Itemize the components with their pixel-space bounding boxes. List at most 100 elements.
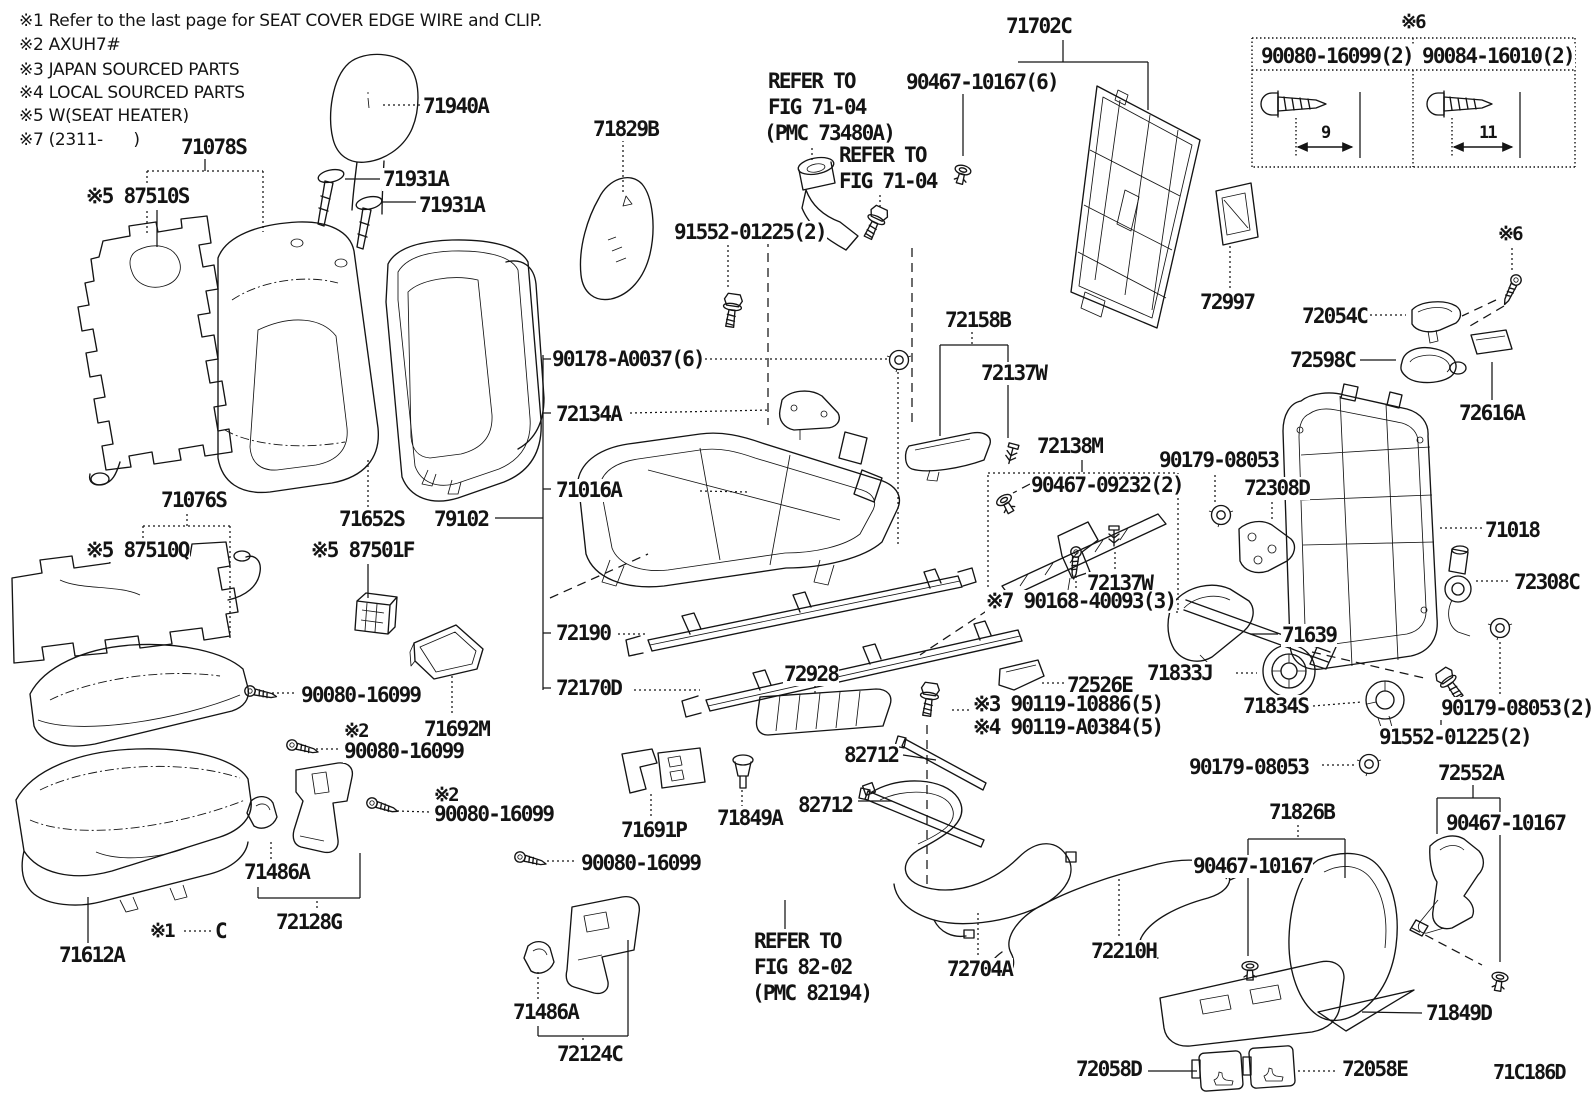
bracket-72134A-drawing [778, 390, 840, 440]
seat-rail-72190-drawing [625, 567, 977, 657]
part-label-72308D-37: 72308D [1243, 476, 1311, 500]
part-label-1-78: ※1 [149, 920, 176, 942]
part-label-REFERTO-65: REFER TO [753, 929, 843, 953]
part-label-72137W-25: 72137W [980, 361, 1048, 385]
part-label-82712-64: 82712 [797, 793, 854, 817]
part-label-71833J-48: 71833J [1146, 661, 1214, 685]
part-label-C-79: C [214, 919, 228, 943]
part-label-71940A-0: 71940A [422, 94, 490, 118]
part-label-71016A-28: 71016A [555, 478, 623, 502]
part-label-390119108865-46: ※3 90119-10886(5) [972, 692, 1164, 716]
leader-line [1361, 1011, 1423, 1014]
part-label-2-58: ※2 [433, 784, 460, 806]
part-label-9017908053-53: 90179-08053 [1188, 755, 1310, 779]
part-label-72134A-27: 72134A [555, 402, 623, 426]
step-panel-72928-drawing [755, 688, 892, 736]
part-label-90467092322-36: 90467-09232(2) [1030, 473, 1185, 497]
part-label-71834S-50: 71834S [1242, 694, 1310, 718]
headrest-support-pins-drawing [317, 168, 383, 250]
cushion-pad-drawing [29, 643, 250, 747]
note-line-3: ※3 JAPAN SOURCED PARTS [19, 60, 240, 80]
clip-71486A-bottom-drawing [523, 941, 555, 974]
part-label-6-13: ※6 [1400, 11, 1427, 33]
part-label-91552012252-52: 91552-01225(2) [1378, 725, 1533, 749]
wire-harness-72704A-drawing [861, 780, 1077, 939]
part-label-587510S-2: ※5 87510S [85, 184, 190, 208]
garnish-71849D-drawing [1317, 989, 1415, 1032]
part-label-72058D-75: 72058D [1075, 1057, 1143, 1081]
switch-72058E-drawing [1242, 1045, 1296, 1089]
part-label-72997-19: 72997 [1199, 290, 1256, 314]
part-label-71076S-32: 71076S [160, 488, 228, 512]
part-label-587510Q-33: ※5 87510Q [85, 538, 190, 562]
part-label-72552A-72: 72552A [1437, 761, 1505, 785]
part-label-72058E-76: 72058E [1341, 1057, 1409, 1081]
part-label-72210H-69: 72210H [1090, 939, 1158, 963]
part-label-PMC82194-67: (PMC 82194) [751, 981, 873, 1005]
part-label-72124C-83: 72124C [556, 1042, 624, 1066]
hinge-72308C-drawing [1444, 545, 1472, 637]
part-label-71691P-61: 71691P [620, 818, 688, 842]
bracket-72308D-drawing [1238, 520, 1296, 574]
leader-line [1312, 701, 1363, 707]
part-label-9046710167-70: 90467-10167 [1192, 854, 1314, 878]
leader-line [1461, 299, 1497, 317]
part-label-2-55: ※2 [343, 720, 370, 742]
part-label-587501F-31: ※5 87501F [310, 538, 415, 562]
part-label-71702C-12: 71702C [1005, 14, 1073, 38]
leader-lines [87, 37, 1576, 1072]
clip-71486A-left-drawing [246, 796, 278, 829]
bracket-71691P-drawing [621, 747, 706, 794]
plate-72616A-drawing [1470, 329, 1513, 355]
part-label-71612A-77: 71612A [58, 943, 126, 967]
part-label-9046710167-73: 90467-10167 [1445, 811, 1567, 835]
part-label-71826B-71: 71826B [1268, 800, 1336, 824]
seat-side-silhouette-drawing [1288, 852, 1398, 1022]
part-label-90178A00376-26: 90178-A0037(6) [551, 347, 706, 371]
plunger-71849A-drawing [732, 754, 754, 789]
bracket-72552A-drawing [1409, 835, 1485, 937]
part-label-FIG7104-10: FIG 71-04 [838, 169, 938, 193]
part-label-9008016099-54: 90080-16099 [300, 683, 422, 707]
part-label-71849A-62: 71849A [716, 806, 784, 830]
part-label-71486A-80: 71486A [243, 860, 311, 884]
part-label-71C186D-84: 71C186D [1492, 1060, 1566, 1084]
part-label-90467101676-11: 90467-10167(6) [905, 70, 1060, 94]
part-label-71931A-3: 71931A [382, 167, 450, 191]
leader-line [699, 490, 749, 493]
note-line-5: ※5 W(SEAT HEATER) [19, 106, 189, 126]
part-label-FIG8202-66: FIG 82-02 [753, 955, 853, 979]
part-label-71639-49: 71639 [1281, 623, 1338, 647]
part-label-72526E-45: 72526E [1066, 673, 1134, 697]
cushion-frame-71016A-drawing [577, 431, 901, 588]
part-label-71931A-4: 71931A [418, 193, 486, 217]
switch-72058D-drawing [1191, 1050, 1244, 1092]
seat-heater-87510S-drawing [77, 215, 233, 486]
belt-anchor-drawing [797, 156, 859, 251]
part-label-72928-44: 72928 [783, 662, 840, 686]
part-label-90080160992-14: 90080-16099(2) [1260, 44, 1415, 68]
part-label-71849D-74: 71849D [1425, 1001, 1493, 1025]
part-label-72137W-40: 72137W [1086, 571, 1154, 595]
part-label-91552012252-18: 91552-01225(2) [673, 220, 828, 244]
seat-icon [1213, 1071, 1234, 1086]
part-label-790168400933-41: ※7 90168-40093(3) [985, 589, 1177, 613]
part-label-90179080532-51: 90179-08053(2) [1440, 696, 1592, 720]
part-label-82712-63: 82712 [843, 743, 900, 767]
seat-rail-72170D-drawing [681, 599, 1331, 718]
trim-panel-71826B-drawing [1159, 960, 1345, 1047]
part-label-90084160102-15: 90084-16010(2) [1421, 44, 1576, 68]
part-label-72598C-22: 72598C [1289, 348, 1357, 372]
part-label-72158B-24: 72158B [944, 308, 1012, 332]
leader-line [629, 409, 771, 414]
part-label-REFERTO-9: REFER TO [838, 143, 928, 167]
part-label-9017908053-35: 90179-08053 [1158, 448, 1280, 472]
note-line-1: ※1 Refer to the last page for SEAT COVER… [19, 11, 543, 31]
cover-72054C-drawing [1411, 301, 1462, 344]
part-label-6-20: ※6 [1497, 223, 1524, 245]
leader-line [1012, 483, 1031, 494]
note-line-2: ※2 AXUH7# [19, 35, 121, 55]
cam-71834S-drawing [1365, 680, 1405, 731]
wedge-72526E-drawing [998, 659, 1045, 691]
